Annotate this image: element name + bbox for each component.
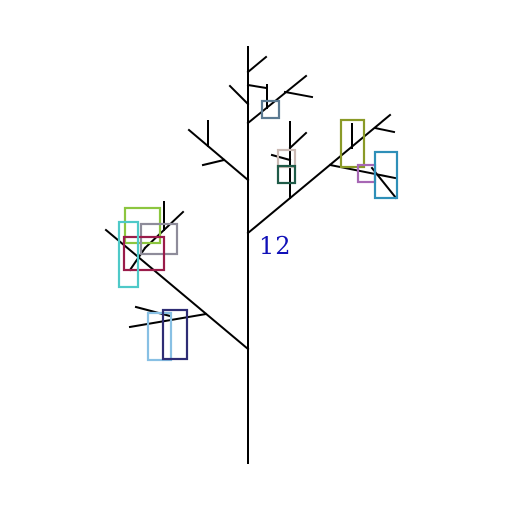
branch: [187, 128, 250, 182]
branch: [288, 131, 308, 150]
ornament[interactable]: [146, 311, 173, 362]
ornament[interactable]: [122, 235, 166, 272]
branch: [246, 55, 268, 74]
ornament[interactable]: [373, 150, 399, 200]
ornament[interactable]: [260, 99, 281, 120]
ornament[interactable]: [161, 308, 189, 361]
branch: [134, 305, 172, 318]
ornament[interactable]: [123, 206, 162, 245]
ornament[interactable]: [339, 118, 366, 169]
branch: [228, 84, 250, 106]
branch: [246, 83, 268, 90]
ornament[interactable]: [117, 220, 140, 289]
branch: [201, 158, 226, 167]
branch: [373, 126, 396, 134]
ornament[interactable]: [276, 164, 297, 185]
branch: [270, 153, 292, 162]
branch: [128, 312, 208, 329]
ornament-counter: 12: [259, 232, 292, 260]
ornament[interactable]: [139, 222, 179, 256]
branch: [104, 228, 250, 351]
branch: [283, 90, 314, 99]
branch: [246, 74, 308, 125]
branch: [246, 113, 392, 235]
